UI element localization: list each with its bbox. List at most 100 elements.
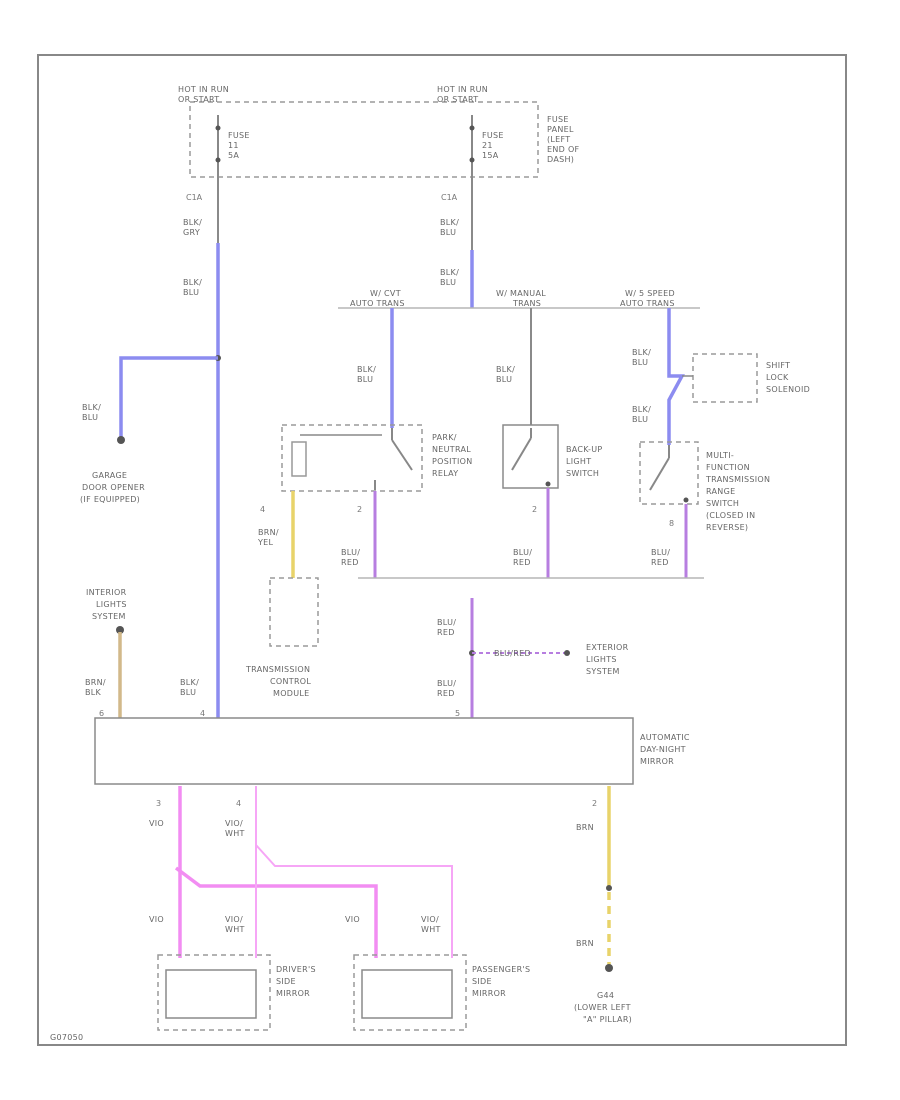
bu-label-2: LIGHT xyxy=(566,457,591,466)
mirror-power-1: BLK/ xyxy=(180,678,199,687)
rev-wire-bottom-2: RED xyxy=(437,689,455,698)
mf-label-3: TRANSMISSION xyxy=(705,475,770,484)
pm-inner-box xyxy=(361,969,453,1019)
right-wire-mid-2: BLU xyxy=(440,278,456,287)
rev-ext-3: SYSTEM xyxy=(586,667,620,676)
right-pin-label: C1A xyxy=(441,193,458,202)
pn-label-1: PARK/ xyxy=(432,433,457,442)
ground-terminal xyxy=(605,964,613,972)
mf-label-5: SWITCH xyxy=(706,499,739,508)
branch-c-1: W/ 5 SPEED xyxy=(625,289,675,298)
mf-label-1: MULTI- xyxy=(706,451,734,460)
sl-wire-in-2: BLU xyxy=(632,358,648,367)
left-wire-mid-1: BLK/ xyxy=(183,278,202,287)
fuse-right-line3: 15A xyxy=(482,151,499,160)
pm-label-2: SIDE xyxy=(472,977,492,986)
diagram-frame xyxy=(37,54,847,1046)
pn-wire-in-1: BLK/ xyxy=(357,365,376,374)
hot-left-line1: HOT IN RUN xyxy=(178,85,229,94)
garage-label-1: GARAGE xyxy=(92,471,127,480)
dm-outer-box xyxy=(157,954,271,1031)
sl-wire-mid-1: BLK/ xyxy=(632,405,651,414)
garage-wire xyxy=(119,356,218,440)
pn-out-right-1: BLU/ xyxy=(341,548,360,557)
tcm-box xyxy=(269,577,319,647)
mf-switch-symbol xyxy=(649,445,689,503)
sl-label-1: SHIFT xyxy=(766,361,790,370)
sl-label-3: SOLENOID xyxy=(766,385,810,394)
int-lights-1: INTERIOR xyxy=(86,588,127,597)
ground-label-3: "A" PILLAR) xyxy=(583,1015,632,1024)
int-wire-1: BRN/ xyxy=(85,678,106,687)
pn-label-2: NEUTRAL xyxy=(432,445,471,454)
mirror-left-wire2-2: WHT xyxy=(225,829,245,838)
branch-b-2: TRANS xyxy=(512,299,541,308)
rev-wire-bottom-1: BLU/ xyxy=(437,679,456,688)
garage-wire-1: BLK/ xyxy=(82,403,101,412)
fuse-left-line3: 5A xyxy=(228,151,239,160)
mirror-pin-bottom-1: 3 xyxy=(156,799,161,808)
branch-b-1: W/ MANUAL xyxy=(496,289,546,298)
garage-terminal xyxy=(117,436,125,444)
bu-wire-in-1: BLK/ xyxy=(496,365,515,374)
tcm-label-2: CONTROL xyxy=(270,677,311,686)
mf-pin: 8 xyxy=(669,519,674,528)
bu-pin: 2 xyxy=(532,505,537,514)
hot-right-line1: HOT IN RUN xyxy=(437,85,488,94)
fuse-panel-box xyxy=(189,101,539,178)
tcm-label-1: TRANSMISSION xyxy=(245,665,310,674)
mf-label-7: REVERSE) xyxy=(706,523,748,532)
hot-right-line2: OR START xyxy=(437,95,478,104)
pm-wire-a: VIO xyxy=(345,915,360,924)
fuse-panel-line5: DASH) xyxy=(547,155,574,164)
ground-label-1: G44 xyxy=(597,991,614,1000)
fuse-right-symbol xyxy=(469,115,475,170)
sl-label-2: LOCK xyxy=(766,373,789,382)
sl-wire-in-1: BLK/ xyxy=(632,348,651,357)
mirror-left-wire2-1: VIO/ xyxy=(225,819,243,828)
dm-wire-a: VIO xyxy=(149,915,164,924)
mirror-left-wire: VIO xyxy=(149,819,164,828)
fuse-right-line2: 21 xyxy=(482,141,493,150)
bu-out-1: BLU/ xyxy=(513,548,532,557)
branch-a-1: W/ CVT xyxy=(370,289,401,298)
bu-label-1: BACK-UP xyxy=(566,445,602,454)
rev-splice-label: BLU/RED xyxy=(494,649,531,658)
int-lights-2: LIGHTS xyxy=(96,600,127,609)
int-lights-terminal xyxy=(116,626,124,634)
garage-label-2: DOOR OPENER xyxy=(82,483,145,492)
mf-label-4: RANGE xyxy=(706,487,735,496)
pn-pin-left: 4 xyxy=(260,505,265,514)
left-wire-top-2: GRY xyxy=(183,228,200,237)
right-wire-top-1: BLK/ xyxy=(440,218,459,227)
dm-label-3: MIRROR xyxy=(276,989,310,998)
garage-wire-2: BLU xyxy=(82,413,98,422)
figure-code: G07050 xyxy=(50,1033,83,1042)
mirror-pin-bottom-2: 4 xyxy=(236,799,241,808)
bu-label-3: SWITCH xyxy=(566,469,599,478)
garage-label-3: (IF EQUIPPED) xyxy=(80,495,140,504)
bu-out-2: RED xyxy=(513,558,531,567)
pn-wire-in-2: BLU xyxy=(357,375,373,384)
rev-wire-top-2: RED xyxy=(437,628,455,637)
pn-out-left-2: YEL xyxy=(257,538,274,547)
mf-label-6: (CLOSED IN xyxy=(706,511,755,520)
dm-label-2: SIDE xyxy=(276,977,296,986)
hot-left-line2: OR START xyxy=(178,95,219,104)
right-wire-top-2: BLU xyxy=(440,228,456,237)
ground-label-2: (LOWER LEFT xyxy=(574,1003,631,1012)
rev-ext-2: LIGHTS xyxy=(586,655,617,664)
pm-outer-box xyxy=(353,954,467,1031)
pn-label-3: POSITION xyxy=(432,457,473,466)
mirror-module-box xyxy=(94,717,634,785)
bu-switch-symbol xyxy=(511,428,551,487)
ground-splice-dot xyxy=(606,885,612,891)
dm-inner-box xyxy=(165,969,257,1019)
branch-a-2: AUTO TRANS xyxy=(350,299,405,308)
pn-relay-box xyxy=(281,424,423,492)
left-wire-top-1: BLK/ xyxy=(183,218,202,227)
pm-wire-b-2: WHT xyxy=(421,925,441,934)
left-wire-mid-2: BLU xyxy=(183,288,199,297)
left-pin-label: C1A xyxy=(186,193,203,202)
